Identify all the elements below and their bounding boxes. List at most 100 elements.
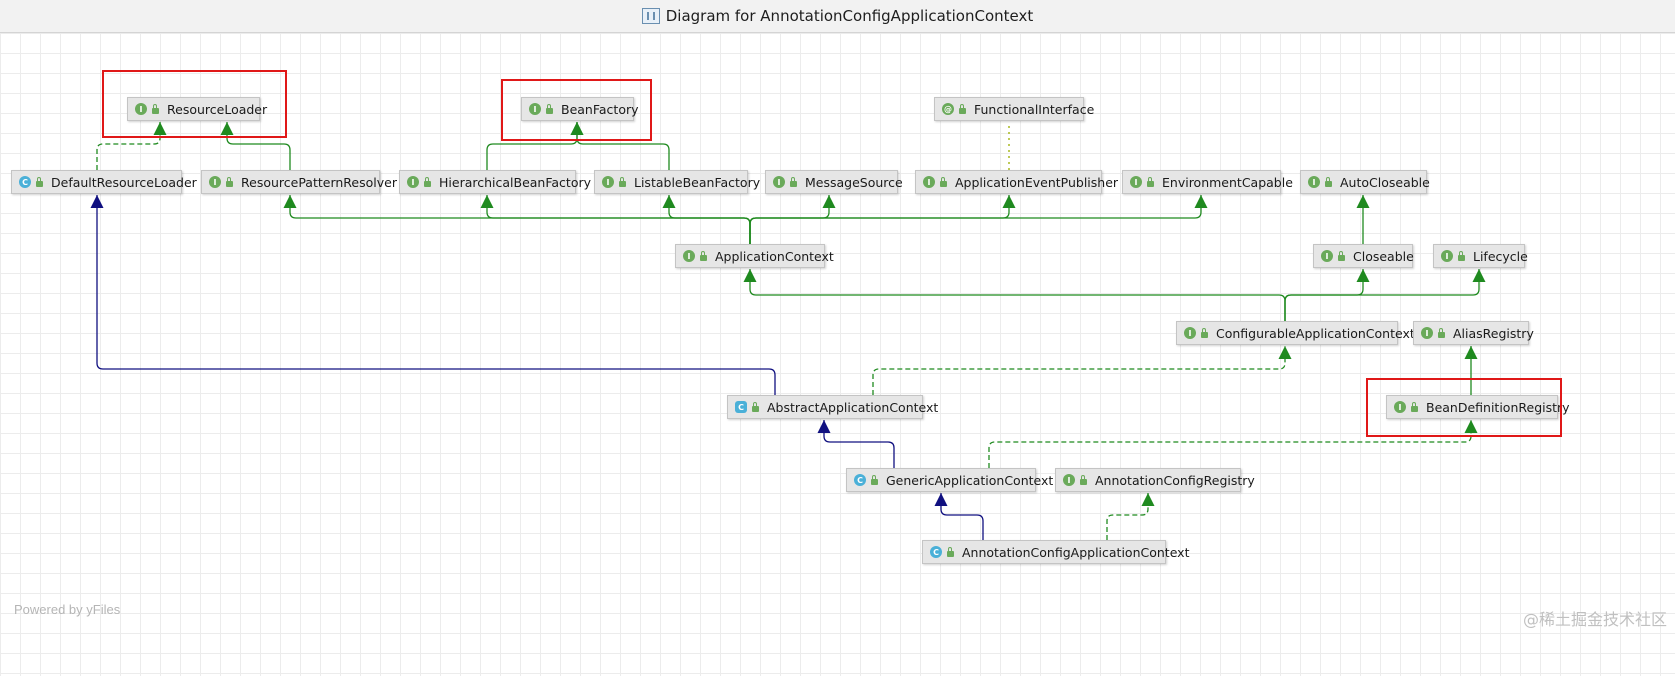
class-node-label: AbstractApplicationContext bbox=[767, 399, 939, 415]
class-node-alias-registry[interactable]: I AliasRegistry bbox=[1413, 321, 1534, 345]
public-access-icon bbox=[871, 475, 878, 485]
edges-layer bbox=[90, 122, 1486, 540]
public-access-icon bbox=[790, 177, 797, 187]
class-node-configurable-application-context[interactable]: I ConfigurableApplicationContext bbox=[1176, 321, 1415, 345]
interface-icon: I bbox=[923, 176, 935, 188]
edge-application-context-to-application-event-publisher bbox=[749, 195, 1016, 244]
highlight-box-bean-definition-registry bbox=[1366, 378, 1562, 437]
public-access-icon bbox=[959, 104, 966, 114]
class-node-label: AnnotationConfigRegistry bbox=[1095, 472, 1255, 488]
interface-icon: I bbox=[1063, 474, 1075, 486]
class-node-generic-application-context[interactable]: C GenericApplicationContext bbox=[846, 468, 1053, 492]
class-node-label: DefaultResourceLoader bbox=[51, 174, 197, 190]
edge-resource-pattern-resolver-to-resource-loader bbox=[220, 122, 291, 170]
class-node-environment-capable[interactable]: I EnvironmentCapable bbox=[1122, 170, 1293, 194]
class-node-label: ApplicationEventPublisher bbox=[955, 174, 1119, 190]
public-access-icon bbox=[1080, 475, 1087, 485]
public-access-icon bbox=[1325, 177, 1332, 187]
public-access-icon bbox=[947, 547, 954, 557]
class-node-label: EnvironmentCapable bbox=[1162, 174, 1293, 190]
edge-annotation-config-application-context-to-annotation-config-registry bbox=[1106, 493, 1155, 540]
edge-application-context-to-hierarchical-bean-factory bbox=[480, 195, 751, 244]
class-node-resource-loader[interactable]: I ResourceLoader bbox=[127, 97, 267, 121]
class-node-annotation-config-registry[interactable]: I AnnotationConfigRegistry bbox=[1055, 468, 1255, 492]
class-node-listable-bean-factory[interactable]: I ListableBeanFactory bbox=[594, 170, 760, 194]
public-access-icon bbox=[1458, 251, 1465, 261]
class-node-application-event-publisher[interactable]: I ApplicationEventPublisher bbox=[915, 170, 1118, 194]
class-node-closeable[interactable]: I Closeable bbox=[1313, 244, 1414, 268]
class-node-message-source[interactable]: I MessageSource bbox=[765, 170, 903, 194]
class-icon: C bbox=[930, 546, 942, 558]
class-node-bean-factory[interactable]: I BeanFactory bbox=[521, 97, 639, 121]
class-icon: C bbox=[19, 176, 31, 188]
edge-configurable-application-context-to-lifecycle bbox=[1284, 269, 1486, 321]
window-title-bar: Diagram for AnnotationConfigApplicationC… bbox=[0, 0, 1675, 33]
class-node-label: AnnotationConfigApplicationContext bbox=[962, 544, 1190, 560]
class-node-label: Lifecycle bbox=[1473, 248, 1528, 264]
interface-icon: I bbox=[1394, 401, 1406, 413]
class-node-label: BeanDefinitionRegistry bbox=[1426, 399, 1570, 415]
class-node-label: MessageSource bbox=[805, 174, 903, 190]
annotation-icon: @ bbox=[942, 103, 954, 115]
public-access-icon bbox=[619, 177, 626, 187]
public-access-icon bbox=[940, 177, 947, 187]
class-node-label: AutoCloseable bbox=[1340, 174, 1430, 190]
public-access-icon bbox=[1201, 328, 1208, 338]
class-icon: C bbox=[854, 474, 866, 486]
public-access-icon bbox=[1438, 328, 1445, 338]
class-node-default-resource-loader[interactable]: C DefaultResourceLoader bbox=[11, 170, 197, 194]
interface-icon: I bbox=[135, 103, 147, 115]
interface-icon: I bbox=[1130, 176, 1142, 188]
edge-generic-application-context-to-bean-definition-registry bbox=[988, 420, 1478, 468]
interface-icon: I bbox=[602, 176, 614, 188]
highlight-box-bean-factory bbox=[501, 79, 652, 141]
watermark: @稀土掘金技术社区 bbox=[1522, 610, 1667, 629]
edge-abstract-application-context-to-configurable-application-context bbox=[872, 346, 1292, 395]
class-node-label: BeanFactory bbox=[561, 101, 639, 117]
powered-by-label: Powered by yFiles bbox=[14, 602, 121, 617]
public-access-icon bbox=[546, 104, 553, 114]
class-node-hierarchical-bean-factory[interactable]: I HierarchicalBeanFactory bbox=[399, 170, 591, 194]
interface-icon: I bbox=[773, 176, 785, 188]
edge-application-context-to-resource-pattern-resolver bbox=[283, 195, 751, 244]
interface-icon: I bbox=[1184, 327, 1196, 339]
edge-generic-application-context-to-abstract-application-context bbox=[817, 420, 895, 468]
class-node-functional-interface[interactable]: @ FunctionalInterface bbox=[934, 97, 1094, 121]
public-access-icon bbox=[752, 402, 759, 412]
interface-icon: I bbox=[1321, 250, 1333, 262]
public-access-icon bbox=[1411, 402, 1418, 412]
class-node-label: ConfigurableApplicationContext bbox=[1216, 325, 1415, 341]
edge-abstract-application-context-to-default-resource-loader bbox=[90, 195, 776, 395]
public-access-icon bbox=[226, 177, 233, 187]
class-node-label: ResourceLoader bbox=[167, 101, 268, 117]
class-node-annotation-config-application-context[interactable]: C AnnotationConfigApplicationContext bbox=[922, 540, 1189, 564]
edge-configurable-application-context-to-application-context bbox=[743, 269, 1286, 321]
highlight-box-resource-loader bbox=[102, 70, 287, 138]
public-access-icon bbox=[1147, 177, 1154, 187]
interface-icon: I bbox=[407, 176, 419, 188]
class-node-label: FunctionalInterface bbox=[974, 101, 1095, 117]
interface-icon: I bbox=[683, 250, 695, 262]
diagram-icon bbox=[641, 8, 660, 24]
class-node-label: Closeable bbox=[1353, 248, 1414, 264]
edge-application-context-to-listable-bean-factory bbox=[662, 195, 751, 244]
class-node-lifecycle[interactable]: I Lifecycle bbox=[1433, 244, 1528, 268]
edge-application-context-to-message-source bbox=[749, 195, 836, 244]
class-node-label: HierarchicalBeanFactory bbox=[439, 174, 592, 190]
class-node-label: ListableBeanFactory bbox=[634, 174, 761, 190]
interface-icon: I bbox=[1441, 250, 1453, 262]
interface-icon: I bbox=[529, 103, 541, 115]
class-node-label: AliasRegistry bbox=[1453, 325, 1534, 341]
edge-application-context-to-environment-capable bbox=[749, 195, 1208, 244]
public-access-icon bbox=[700, 251, 707, 261]
interface-icon: I bbox=[1421, 327, 1433, 339]
class-node-bean-definition-registry[interactable]: I BeanDefinitionRegistry bbox=[1386, 395, 1570, 419]
public-access-icon bbox=[424, 177, 431, 187]
class-node-label: ResourcePatternResolver bbox=[241, 174, 397, 190]
class-node-label: GenericApplicationContext bbox=[886, 472, 1054, 488]
